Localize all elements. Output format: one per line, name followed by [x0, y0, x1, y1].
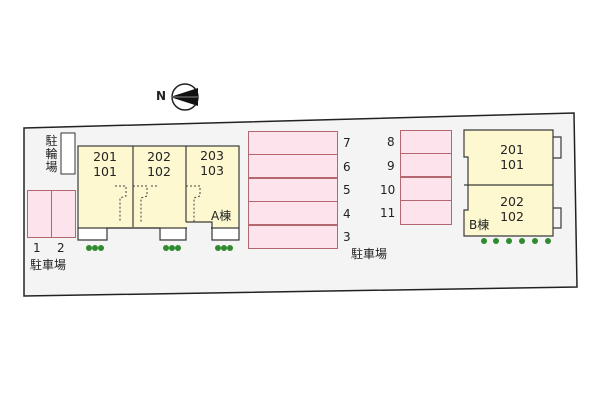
stall-number: 2	[57, 241, 65, 255]
parking-stall-11	[400, 200, 452, 225]
parking-label-left: 駐車場	[30, 258, 67, 272]
stall-number: 7	[343, 136, 351, 150]
stall-number: 1	[33, 241, 41, 255]
parking-stall-8	[400, 130, 452, 154]
tree-icon	[98, 245, 104, 251]
tree-icon	[163, 245, 169, 251]
unit-103-a: 103	[200, 163, 224, 178]
stall-number: 4	[343, 207, 351, 221]
unit-201-b: 201	[500, 142, 524, 157]
stall-number: 8	[387, 135, 395, 149]
stall-number: 10	[380, 183, 396, 197]
tree-icon	[481, 238, 487, 244]
tree-icon	[519, 238, 525, 244]
tree-icon	[506, 238, 512, 244]
unit-202-a: 202	[147, 149, 171, 164]
bicycle-parking-box	[60, 132, 76, 175]
parking-stall-2	[51, 190, 76, 238]
tree-icon	[493, 238, 499, 244]
unit-202-b: 202	[500, 194, 524, 209]
parking-label-center: 駐車場	[351, 247, 388, 261]
parking-stall-10	[400, 177, 452, 201]
bicycle-parking-label: 駐 輪 場	[45, 135, 58, 174]
parking-stall-9	[400, 153, 452, 177]
tree-icon	[175, 245, 181, 251]
unit-102-b: 102	[500, 209, 524, 224]
tree-icon	[86, 245, 92, 251]
parking-stall-4	[248, 201, 338, 225]
unit-203-a: 203	[200, 148, 224, 163]
north-arrow-icon	[170, 83, 199, 111]
tree-icon	[532, 238, 538, 244]
building-a-label: A棟	[211, 209, 232, 223]
parking-stall-5	[248, 178, 338, 202]
parking-stall-7	[248, 131, 338, 155]
label-char: 駐	[45, 134, 58, 148]
tree-icon	[221, 245, 227, 251]
stall-number: 3	[343, 230, 351, 244]
label-char: 場	[45, 160, 58, 174]
parking-stall-6	[248, 154, 338, 178]
tree-icon	[227, 245, 233, 251]
building-b-outline	[463, 129, 562, 237]
tree-icon	[215, 245, 221, 251]
unit-102-a: 102	[147, 164, 171, 179]
unit-101-a: 101	[93, 164, 117, 179]
stall-number: 6	[343, 160, 351, 174]
label-char: 輪	[45, 147, 58, 161]
parking-stall-1	[27, 190, 52, 238]
tree-icon	[169, 245, 175, 251]
building-b-label: B棟	[469, 218, 490, 232]
parking-stall-3	[248, 225, 338, 249]
stall-number: 11	[380, 206, 396, 220]
tree-icon	[545, 238, 551, 244]
unit-201-a: 201	[93, 149, 117, 164]
building-a-outline	[77, 145, 240, 241]
compass-north-label: N	[156, 89, 167, 103]
stall-number: 9	[387, 159, 395, 173]
tree-icon	[92, 245, 98, 251]
stall-number: 5	[343, 183, 351, 197]
unit-101-b: 101	[500, 157, 524, 172]
